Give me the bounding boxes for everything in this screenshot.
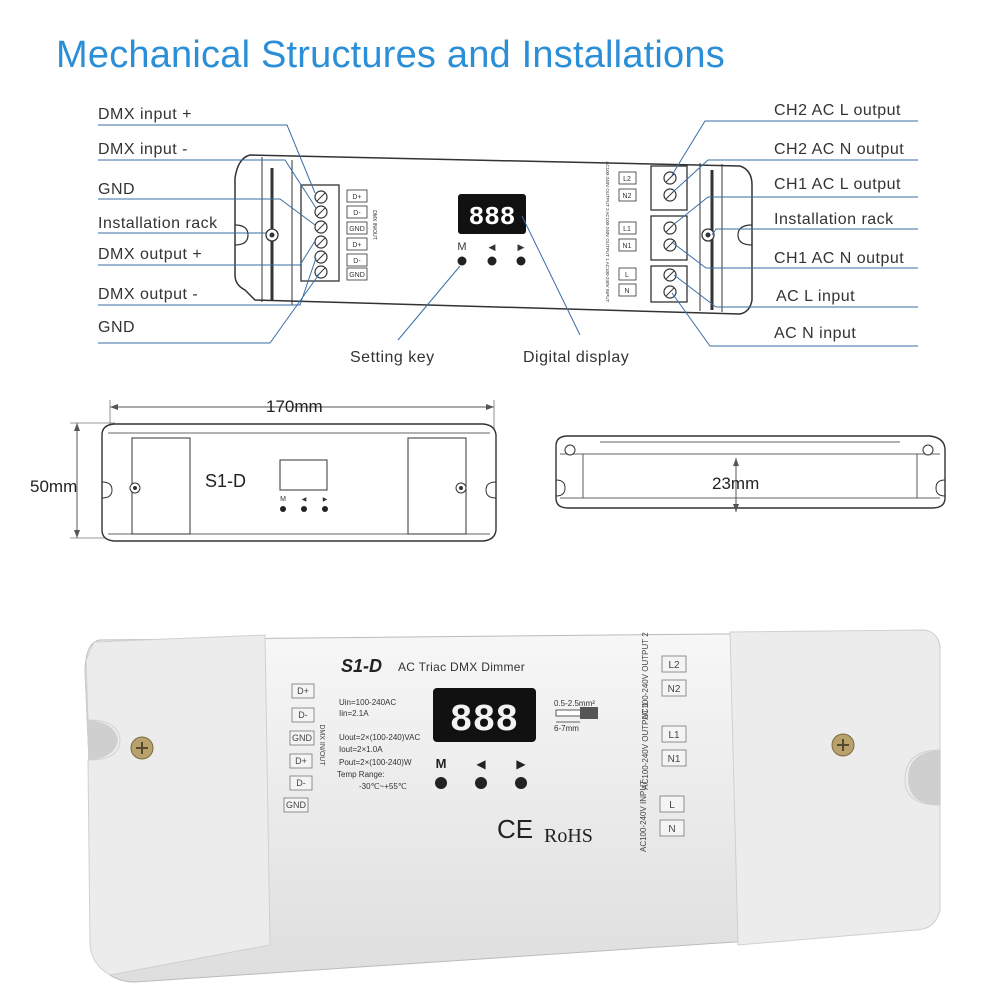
top-diagram: D+ D- GND D+ D- GND DMX IN/OUT 888 M ◀ ▶… <box>98 120 918 347</box>
dimension-depth: 23mm <box>712 474 760 493</box>
product-render: 888 M ◀ ▶ D+ D- GND D+ D- GND DMX IN/OUT… <box>84 629 941 983</box>
photo-key-m-label: M <box>436 756 447 771</box>
top-side-in: AC100-240V INPUT <box>605 262 610 303</box>
top-key-right[interactable] <box>516 256 526 266</box>
photo-side-out1: AC100-240V OUTPUT 1 <box>641 702 650 790</box>
top-key-left[interactable] <box>487 256 497 266</box>
front-key-left-label: ◀ <box>302 496 307 503</box>
dmx-term-2: D- <box>353 210 361 217</box>
photo-dmx-term-1: D+ <box>297 686 309 696</box>
top-key-left-label: ◀ <box>489 243 496 253</box>
dimension-width: 170mm <box>266 397 323 416</box>
label-gnd-2: GND <box>98 319 136 336</box>
spec-iout: Iout=2×1.0A <box>339 745 383 754</box>
dmx-term-4: D+ <box>352 242 361 249</box>
top-side-out1: AC100-240V OUTPUT 1 <box>605 211 610 261</box>
top-display-digits: 888 <box>469 202 516 232</box>
front-model-label: S1-D <box>205 471 246 491</box>
photo-dmx-term-4: D+ <box>295 756 307 766</box>
photo-term-l: L <box>669 800 675 811</box>
spec-uin: Uin=100-240AC <box>339 698 397 707</box>
photo-dmx-term-5: D- <box>296 778 306 788</box>
label-digital-display: Digital display <box>523 349 630 366</box>
top-key-m[interactable] <box>457 256 467 266</box>
photo-dmx-term-2: D- <box>298 710 308 720</box>
label-dmx-input-minus: DMX input - <box>98 141 188 158</box>
label-gnd-1: GND <box>98 181 136 198</box>
dimension-drawings: S1-D M ◀ ▶ <box>70 400 946 542</box>
front-key-right-label: ▶ <box>323 496 328 503</box>
top-key-m-label: M <box>457 241 466 253</box>
top-side-out2: AC100-240V OUTPUT 2 <box>605 161 610 211</box>
label-installation-rack-left: Installation rack <box>98 215 218 232</box>
photo-term-n2: N2 <box>668 684 681 695</box>
photo-key-m[interactable] <box>435 777 447 789</box>
top-term-n1: N1 <box>623 243 632 250</box>
ce-mark: CE <box>497 814 533 844</box>
page-title: Mechanical Structures and Installations <box>56 34 725 76</box>
dimension-height: 50mm <box>30 477 78 496</box>
spec-temp-label: Temp Range: <box>337 770 385 779</box>
front-key-m-label: M <box>280 496 286 503</box>
top-term-n: N <box>624 288 629 295</box>
photo-key-left[interactable] <box>475 777 487 789</box>
top-term-l: L <box>625 272 629 279</box>
photo-dmx-term-6: GND <box>286 800 307 810</box>
top-term-n2: N2 <box>623 193 632 200</box>
label-dmx-input-plus: DMX input + <box>98 106 192 123</box>
label-ch2-ac-n-output: CH2 AC N output <box>774 141 905 158</box>
photo-display-digits: 888 <box>450 699 518 742</box>
label-ch2-ac-l-output: CH2 AC L output <box>774 102 901 119</box>
label-ch1-ac-n-output: CH1 AC N output <box>774 250 905 267</box>
photo-key-right-label: ▶ <box>516 757 526 771</box>
photo-side-in: AC100-240V INPUT <box>639 780 648 852</box>
dmx-term-1: D+ <box>352 194 361 201</box>
photo-term-l1: L1 <box>668 730 680 741</box>
photo-term-n: N <box>668 824 675 835</box>
photo-dmx-term-3: GND <box>292 733 313 743</box>
label-dmx-output-minus: DMX output - <box>98 286 199 303</box>
label-ac-n-input: AC N input <box>774 325 857 342</box>
photo-key-right[interactable] <box>515 777 527 789</box>
spec-iin: Iin=2.1A <box>339 709 369 718</box>
dmx-side-text: DMX IN/OUT <box>371 210 377 239</box>
label-setting-key: Setting key <box>350 349 435 366</box>
photo-key-left-label: ◀ <box>476 757 486 771</box>
label-ch1-ac-l-output: CH1 AC L output <box>774 176 901 193</box>
photo-term-n1: N1 <box>668 754 681 765</box>
rohs-mark: RoHS <box>544 825 593 847</box>
photo-model: S1-D <box>341 656 383 676</box>
top-key-right-label: ▶ <box>518 243 525 253</box>
label-dmx-output-plus: DMX output + <box>98 246 203 263</box>
wire-gauge: 0.5-2.5mm² <box>554 699 595 708</box>
photo-dmx-side-text: DMX IN/OUT <box>318 724 325 766</box>
spec-temp-value: -30℃~+55℃ <box>359 782 407 791</box>
photo-side-out2: AC100-240V OUTPUT 2 <box>641 632 650 720</box>
top-term-l1: L1 <box>623 226 631 233</box>
photo-term-l2: L2 <box>668 660 680 671</box>
spec-pout: Pout=2×(100-240)W <box>339 758 412 767</box>
spec-uout: Uout=2×(100-240)VAC <box>339 733 421 742</box>
photo-product-name: AC Triac DMX Dimmer <box>398 660 526 674</box>
label-ac-l-input: AC L input <box>776 288 856 305</box>
dmx-term-5: D- <box>353 258 361 265</box>
dmx-term-6: GND <box>349 272 365 279</box>
label-installation-rack-right: Installation rack <box>774 211 894 228</box>
wire-strip: 6-7mm <box>554 724 579 733</box>
top-term-l2: L2 <box>623 176 631 183</box>
dmx-term-3: GND <box>349 226 365 233</box>
